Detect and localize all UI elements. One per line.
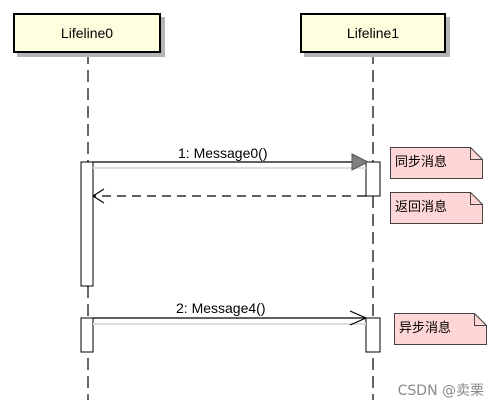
note-sync: 同步消息 [390, 147, 483, 179]
lifeline0-activation-1 [80, 161, 94, 287]
lifeline1-label: Lifeline1 [346, 25, 400, 41]
message-return [91, 188, 366, 204]
lifeline0-label: Lifeline0 [60, 25, 114, 41]
note-async-text: 异步消息 [399, 321, 452, 336]
lifeline1-header: Lifeline1 [300, 13, 446, 53]
note-return-text: 返回消息 [395, 200, 448, 215]
note-sync-text: 同步消息 [395, 155, 448, 170]
async-arrowhead [349, 310, 368, 326]
lifeline0-activation-2 [80, 317, 94, 353]
lifeline0-header: Lifeline0 [13, 13, 161, 53]
lifeline1-activation-1 [365, 161, 381, 197]
watermark: CSDN @卖栗 [397, 383, 484, 399]
message-sync [93, 153, 370, 171]
message0-label: 1: Message0() [178, 145, 268, 161]
sync-arrowhead [351, 153, 370, 171]
note-return: 返回消息 [390, 192, 483, 224]
message-async [93, 310, 368, 326]
note-async: 异步消息 [394, 313, 487, 345]
return-arrowhead [91, 188, 105, 204]
message4-label: 2: Message4() [176, 300, 266, 316]
lifeline1-activation-2 [365, 317, 381, 353]
